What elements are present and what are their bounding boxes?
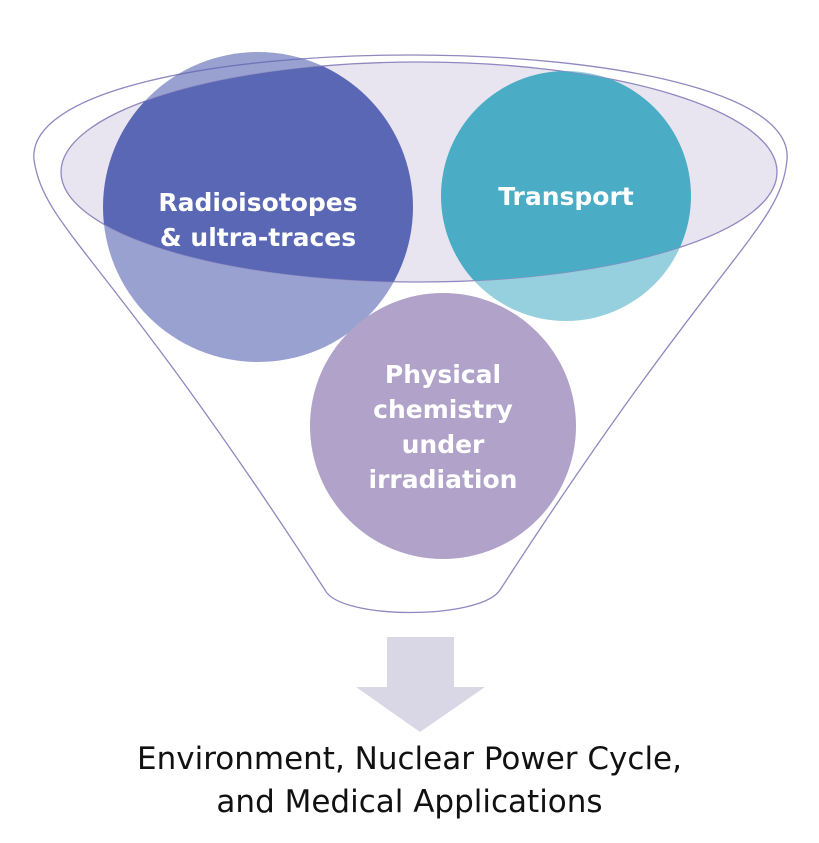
result-text: Environment, Nuclear Power Cycle, and Me… (137, 741, 682, 820)
down-arrow (356, 637, 485, 732)
radioisotopes-label: Radioisotopes & ultra-traces (158, 188, 358, 252)
radioisotopes-circle (103, 62, 413, 282)
transport-label: Transport (498, 181, 634, 211)
physical-chemistry-label: Physical chemistry under irradiation (368, 360, 518, 494)
transport-circle (441, 71, 691, 282)
physical-chemistry-circle (310, 293, 576, 559)
